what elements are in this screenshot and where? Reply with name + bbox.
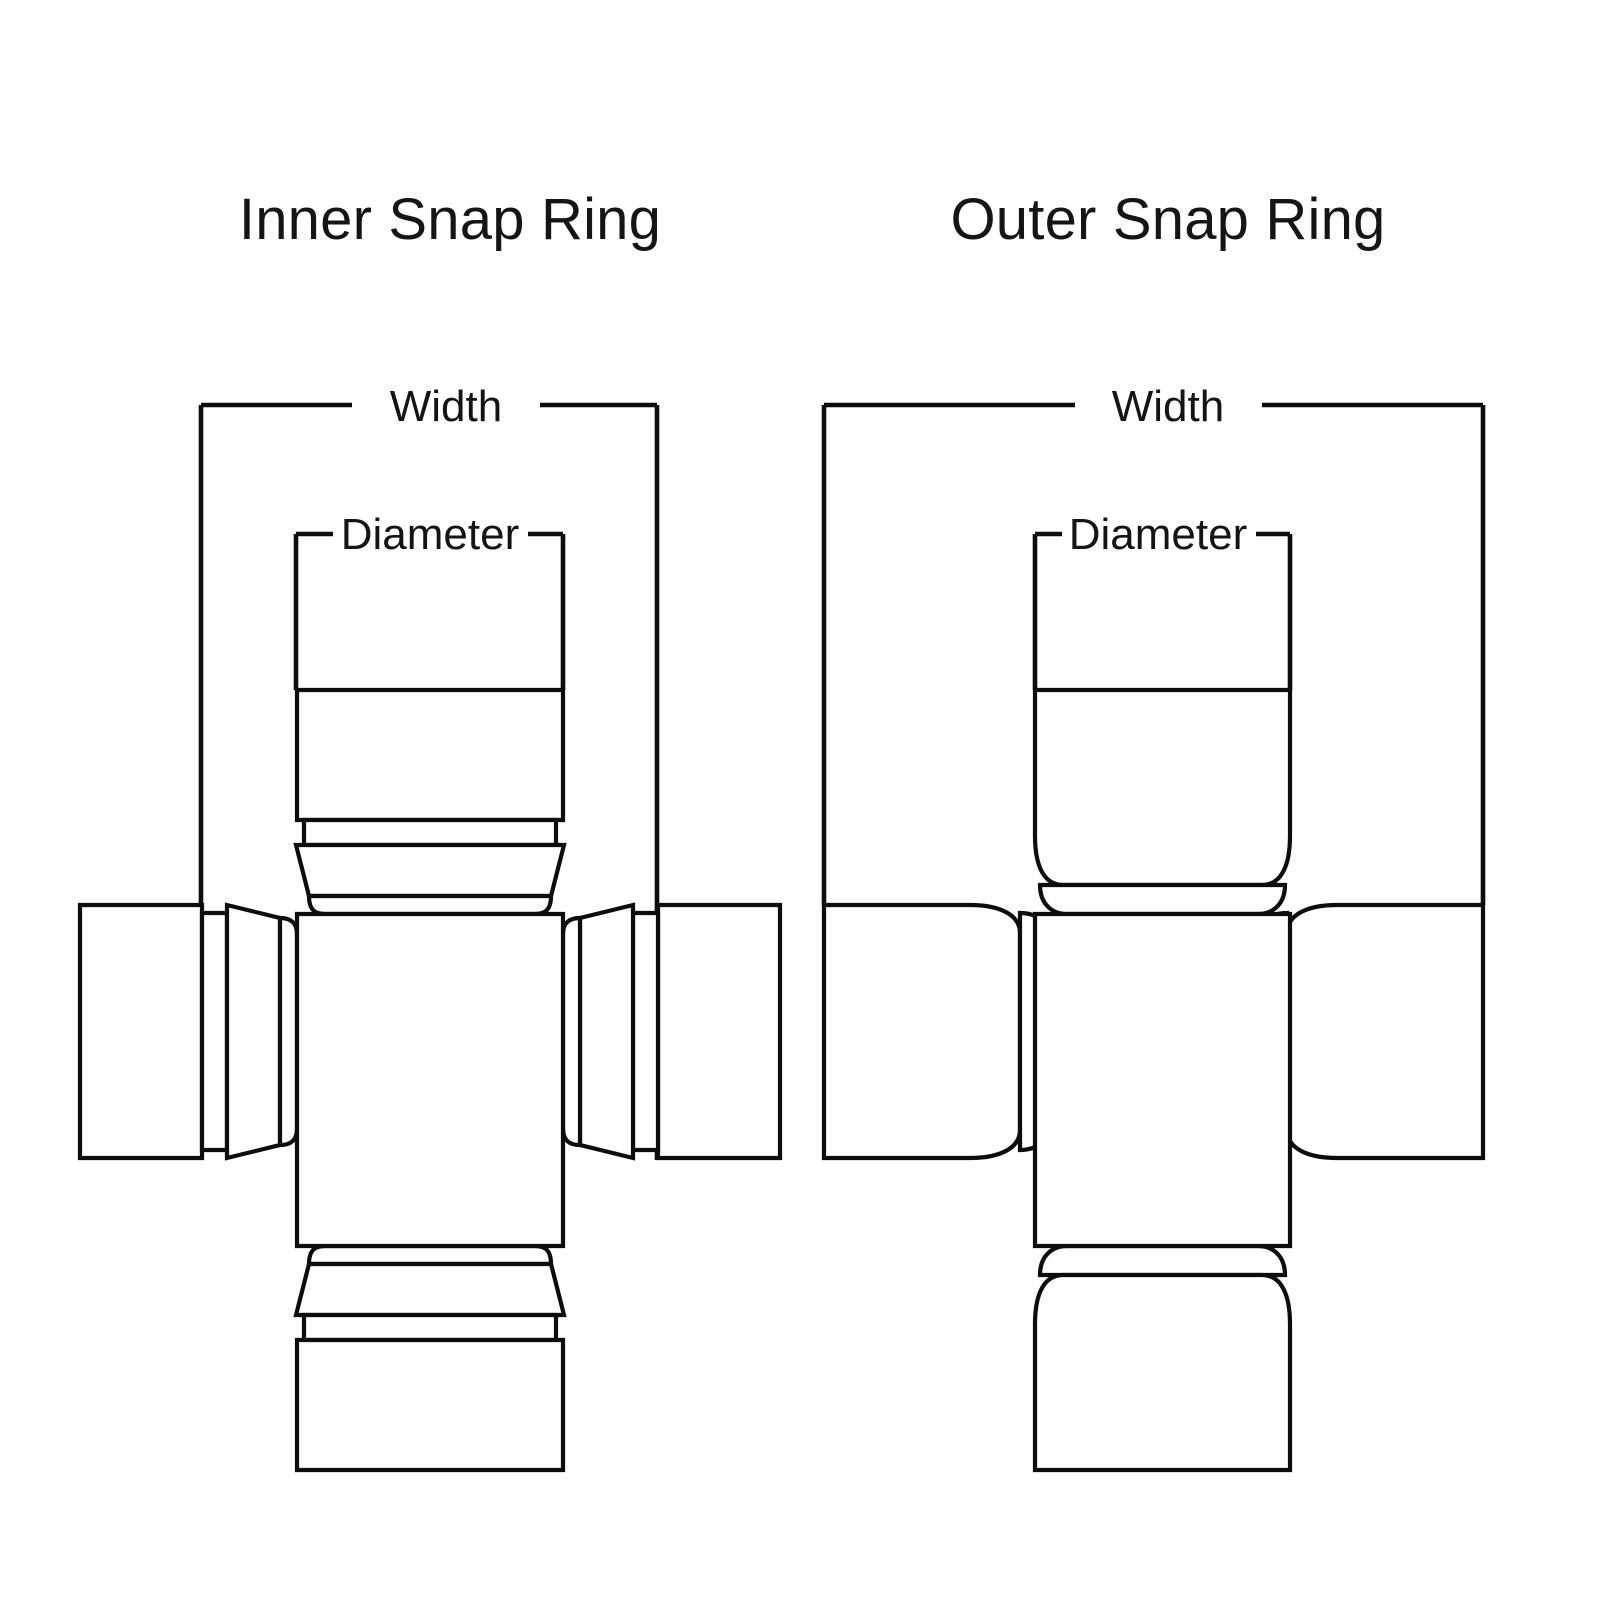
panel-inner-snap-ring: Width Diameter: [77, 382, 783, 1473]
top-bearing-assembly-outer: [1032, 687, 1293, 917]
dimension-width-outer: Width: [821, 382, 1486, 905]
bottom-snap-ring-band: [1037, 1243, 1288, 1278]
panel-title-inner: Inner Snap Ring: [238, 187, 662, 252]
top-snap-ring-band: [1037, 882, 1288, 917]
right-snap-ring-band: [630, 910, 661, 1153]
bottom-shoulder-upper: [293, 1261, 567, 1318]
diameter-label-outer: Diameter: [1069, 510, 1248, 559]
right-bearing-cap: [655, 902, 783, 1161]
top-shoulder-upper: [293, 842, 567, 899]
bottom-bearing-cap: [1032, 1272, 1293, 1473]
left-shoulder-round: [277, 915, 300, 1148]
panel-title-outer: Outer Snap Ring: [950, 187, 1386, 252]
diameter-bracket-icon: [1032, 531, 1293, 690]
top-snap-ring-band: [301, 817, 559, 848]
width-bracket-icon: [821, 402, 1486, 905]
top-shoulder-lower: [306, 893, 554, 917]
top-bearing-cap: [1032, 687, 1293, 888]
left-bearing-assembly-inner: [77, 902, 300, 1161]
left-bearing-cap: [77, 902, 205, 1161]
left-bearing-cap: [821, 902, 1023, 1161]
width-bracket-icon: [198, 402, 660, 1160]
bottom-bearing-cap: [294, 1337, 566, 1473]
dimension-diameter-inner: Diameter: [293, 510, 566, 690]
left-bearing-assembly-outer: [821, 902, 1053, 1161]
bottom-snap-ring-band: [301, 1312, 559, 1343]
right-bearing-cap: [1284, 902, 1486, 1161]
dimension-width-inner: Width: [198, 382, 660, 1160]
diameter-bracket-icon: [293, 531, 566, 690]
panel-outer-snap-ring: Width Diameter: [821, 382, 1486, 1473]
center-hub-outer: [1032, 911, 1293, 1249]
bottom-bearing-assembly-inner: [293, 1243, 567, 1473]
top-bearing-assembly-inner: [293, 687, 567, 917]
left-shoulder-taper: [224, 902, 283, 1161]
right-shoulder-round: [560, 915, 583, 1148]
width-label-inner: Width: [390, 382, 502, 431]
left-snap-ring-band: [199, 910, 230, 1153]
dimension-diameter-outer: Diameter: [1032, 510, 1293, 690]
top-bearing-cap: [294, 687, 566, 823]
bottom-bearing-assembly-outer: [1032, 1243, 1293, 1473]
bottom-shoulder-lower: [306, 1243, 554, 1267]
diameter-label-inner: Diameter: [341, 510, 520, 559]
right-bearing-assembly-inner: [560, 902, 783, 1161]
center-hub-inner: [294, 911, 566, 1249]
titles-row: Inner Snap Ring Outer Snap Ring: [0, 0, 1600, 300]
width-label-outer: Width: [1112, 382, 1224, 431]
right-shoulder-taper: [577, 902, 636, 1161]
